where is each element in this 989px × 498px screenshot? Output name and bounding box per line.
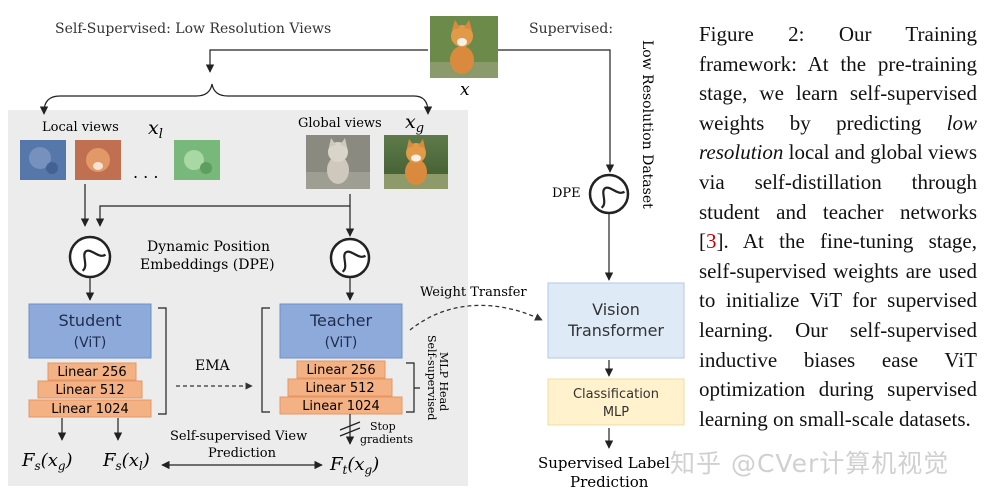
- zhihu-watermark: 知乎 @CVer计算机视觉: [670, 449, 950, 478]
- local-view-image-2: [75, 140, 121, 180]
- ema-label: EMA: [195, 358, 231, 374]
- student-linear-256: Linear 256: [47, 362, 137, 381]
- teacher-linear-512: Linear 512: [287, 378, 393, 397]
- teacher-dpe-icon: [329, 237, 371, 279]
- supervised-title: Supervised:: [529, 21, 613, 37]
- global-view-image-2: [384, 135, 448, 189]
- supervised-label-line1: Supervised Label: [538, 454, 670, 472]
- svg-text:Student: Student: [59, 311, 122, 330]
- dpe-right-label: DPE: [552, 186, 581, 201]
- svg-text:Vision: Vision: [592, 300, 640, 319]
- student-linear-512: Linear 512: [37, 380, 143, 399]
- svg-text:Linear 256: Linear 256: [57, 365, 126, 380]
- student-linear-1024: Linear 1024: [28, 399, 152, 418]
- teacher-bracket-left: [261, 307, 270, 413]
- svg-text:Transformer: Transformer: [567, 321, 664, 340]
- input-to-supervised-connector: [498, 49, 615, 173]
- svg-text:Teacher: Teacher: [309, 311, 372, 330]
- teacher-linear-256: Linear 256: [296, 360, 386, 379]
- svg-text:Classification: Classification: [573, 387, 659, 402]
- figure-caption: Figure 2: Our Training framework: At the…: [699, 22, 978, 431]
- self-supervised-title: Self-Supervised: Low Resolution Views: [55, 21, 331, 37]
- mlp-head-label-line2: MLP Head: [437, 352, 450, 411]
- vision-transformer-box: Vision Transformer: [547, 282, 685, 359]
- global-view-image-1: [306, 135, 370, 189]
- output-ft-xg: Ft(xg): [329, 454, 379, 477]
- stop-gradients-line1: Stop: [370, 420, 396, 433]
- local-view-image-n: [174, 140, 220, 180]
- teacher-linear-1024: Linear 1024: [279, 396, 403, 415]
- view-prediction-line2: Prediction: [208, 446, 277, 461]
- dpe-label-line2: Embeddings (DPE): [140, 257, 275, 273]
- dpe-label-line1: Dynamic Position: [147, 239, 270, 255]
- input-cat-image: [430, 16, 498, 78]
- mlp-head-label-line1: Self-supervised: [425, 335, 438, 420]
- student-bracket: [158, 307, 167, 415]
- teacher-vit-box: Teacher (ViT): [279, 303, 403, 359]
- local-views-label: Local views: [42, 120, 119, 135]
- student-vit-box: Student (ViT): [28, 303, 152, 359]
- local-view-image-1: [20, 140, 66, 180]
- student-dpe-icon: [68, 235, 112, 279]
- view-prediction-line1: Self-supervised View: [170, 429, 307, 444]
- low-resolution-dataset-label: Low Resolution Dataset: [639, 40, 655, 209]
- svg-text:Linear 1024: Linear 1024: [302, 399, 380, 414]
- input-x-label: x: [460, 80, 470, 100]
- global-views-var: xg: [405, 111, 424, 136]
- svg-text:Linear 256: Linear 256: [306, 363, 375, 378]
- citation-link[interactable]: 3: [706, 229, 717, 254]
- svg-text:(ViT): (ViT): [325, 335, 358, 351]
- local-views-var: xl: [148, 117, 163, 142]
- svg-text:Linear 512: Linear 512: [305, 381, 374, 396]
- views-brace: [43, 83, 429, 113]
- supervised-label-line2: Prediction: [570, 473, 649, 491]
- weight-transfer-label: Weight Transfer: [420, 285, 527, 300]
- output-fs-xl: Fs(xl): [102, 450, 150, 473]
- training-framework-diagram: Self-Supervised: Low Resolution Views Su…: [8, 16, 685, 491]
- weight-transfer-arrow: [409, 304, 543, 331]
- output-fs-xg: Fs(xg): [21, 450, 73, 473]
- svg-text:Linear 1024: Linear 1024: [51, 402, 129, 417]
- supervised-dpe-icon: [588, 173, 630, 215]
- global-views-label: Global views: [298, 116, 382, 131]
- mlp-head-bracket: [406, 362, 420, 413]
- svg-text:MLP: MLP: [603, 405, 629, 420]
- classification-mlp-box: Classification MLP: [547, 378, 685, 426]
- local-views-ellipsis: . . .: [133, 163, 158, 182]
- stop-gradient-mark: [339, 421, 361, 437]
- svg-text:(ViT): (ViT): [74, 335, 107, 351]
- input-to-views-connector: [205, 49, 428, 73]
- svg-text:Linear 512: Linear 512: [55, 383, 124, 398]
- global-to-student-dpe-connector: [95, 194, 351, 227]
- stop-gradients-line2: gradients: [360, 433, 413, 446]
